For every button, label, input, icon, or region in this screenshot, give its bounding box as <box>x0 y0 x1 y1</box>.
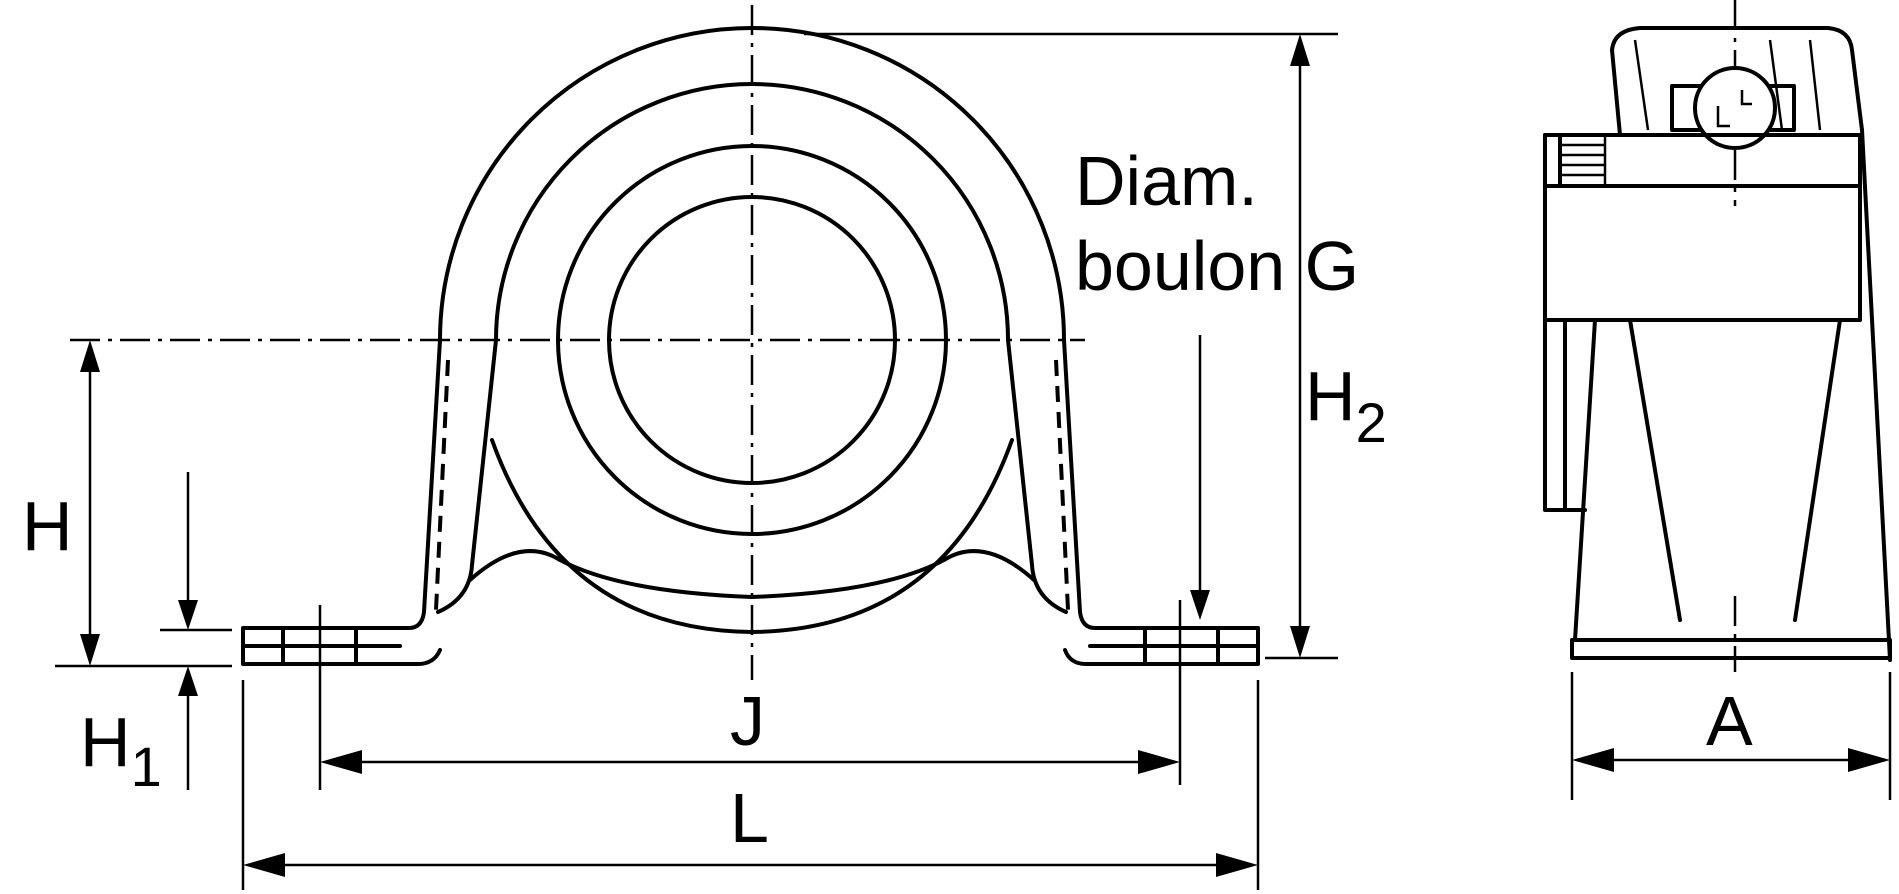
right-web-edge <box>1006 338 1068 614</box>
collar-upper <box>1543 133 1862 188</box>
dimension-L <box>243 853 1258 877</box>
housing-outer-right <box>438 26 1260 666</box>
dimension-J <box>320 750 1180 774</box>
side-web-2 <box>1793 318 1842 622</box>
side-housing-right <box>1860 128 1892 662</box>
side-cap-left <box>1610 48 1622 137</box>
bolt-label-line2: boulon G <box>1075 227 1359 305</box>
H-label: H <box>22 487 73 565</box>
housing-outer-left <box>241 338 442 666</box>
A-label: A <box>1706 682 1753 760</box>
side-cap-inner-left <box>1633 39 1650 131</box>
housing-inner-arch <box>494 82 1010 342</box>
set-screw-icon <box>1693 66 1777 150</box>
collar-knurl <box>1560 135 1607 186</box>
side-base <box>1570 638 1892 660</box>
bolt-label-line1: Diam. <box>1075 142 1258 220</box>
side-view <box>1543 0 1892 800</box>
L-label: L <box>730 779 769 857</box>
housing-saddle <box>490 438 1014 634</box>
dimension-H <box>80 340 100 666</box>
bearing-inner-ring <box>607 195 897 485</box>
front-view <box>55 5 1338 890</box>
J-label: J <box>730 682 765 760</box>
dimension-bolt-G-arrow <box>1190 335 1210 620</box>
side-collar-left <box>1543 318 1587 512</box>
side-cap-outline <box>1610 26 1864 132</box>
side-housing-left <box>1573 318 1597 642</box>
side-web-1 <box>1628 318 1682 622</box>
H2-label: H2 <box>1305 357 1387 454</box>
housing-rib <box>468 549 1036 599</box>
left-hidden-line <box>434 359 450 611</box>
collar-body <box>1543 184 1862 322</box>
dimension-H1 <box>178 472 198 790</box>
right-hidden-line <box>1054 359 1070 611</box>
left-web-edge <box>436 338 498 614</box>
side-cap-inner-right2 <box>1808 39 1822 131</box>
H1-label: H1 <box>80 703 162 798</box>
collar-lip <box>1543 133 1562 188</box>
set-screw-slot <box>1716 90 1752 128</box>
bearing-outer-ring <box>556 144 948 536</box>
dimension-H2 <box>1290 34 1310 658</box>
